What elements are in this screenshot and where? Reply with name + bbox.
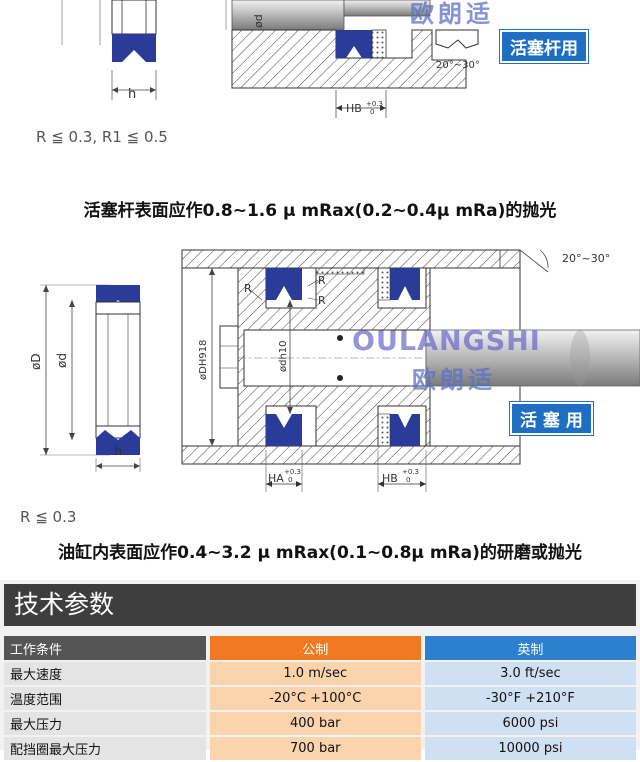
spec-cell-condition: 温度范围	[4, 687, 206, 710]
rod-hb-tol-top: +0.3	[366, 100, 383, 108]
spec-cell-imperial: 3.0 ft/sec	[424, 662, 636, 685]
spec-col-condition: 工作条件	[4, 636, 206, 660]
rod-hb-tol-bot: 0	[370, 108, 374, 116]
spec-col-imperial: 英制	[424, 636, 636, 660]
spec-cell-condition: 最大压力	[4, 712, 206, 735]
piston-hb-tol-bot: 0	[406, 476, 410, 484]
spec-cell-imperial: 10000 psi	[424, 737, 636, 760]
piston-angle-label: 20°~30°	[562, 252, 610, 265]
spec-cell-metric: -20°C +100°C	[209, 687, 421, 710]
rod-d-label: ød	[252, 14, 265, 28]
piston-dh-label: øDH918	[198, 340, 209, 380]
piston-h-label: h	[114, 444, 122, 459]
piston-hb-label: HB	[382, 472, 398, 485]
table-row: 配挡圈最大压力 700 bar 10000 psi	[4, 737, 636, 760]
piston-hb-tol-top: +0.3	[402, 468, 419, 476]
spec-cell-metric: 400 bar	[209, 712, 421, 735]
piston-usage-tag: 活 塞 用	[510, 402, 593, 435]
technical-drawings: h HB +0.3 0 20°~30° ød øD ød h 20°~30° ø…	[29, 0, 640, 492]
brand-watermark-cn-2: 欧朗适	[412, 366, 496, 394]
piston-ha-tol-top: +0.3	[284, 468, 301, 476]
piston-id-label: ød	[55, 353, 69, 368]
piston-r-label-1: R	[244, 282, 252, 295]
piston-r-label-3: R	[318, 294, 326, 307]
spec-cell-condition: 最大速度	[4, 662, 206, 685]
rod-angle-label: 20°~30°	[436, 60, 480, 71]
spec-cell-metric: 1.0 m/sec	[209, 662, 421, 685]
piston-surface-caption: 油缸内表面应作0.4~3.2 μ mRax(0.1~0.8μ mRa)的研磨或抛…	[58, 543, 582, 563]
brand-watermark-cn: 欧朗适	[410, 0, 494, 28]
piston-radius-note: R ≦ 0.3	[20, 508, 77, 526]
spec-col-metric: 公制	[209, 636, 421, 660]
spec-table: 工作条件 公制 英制 最大速度 1.0 m/sec 3.0 ft/sec 温度范…	[4, 634, 636, 762]
table-row: 最大速度 1.0 m/sec 3.0 ft/sec	[4, 662, 636, 685]
spec-header-row: 工作条件 公制 英制	[4, 636, 636, 660]
piston-cylinder-section	[181, 249, 640, 492]
rod-gland-section	[225, 0, 479, 118]
piston-seal-profile	[40, 284, 141, 472]
piston-ha-tol-bot: 0	[288, 476, 292, 484]
rod-radius-note: R ≦ 0.3, R1 ≦ 0.5	[36, 128, 168, 146]
rod-surface-caption: 活塞杆表面应作0.8~1.6 μ mRax(0.2~0.4μ mRa)的抛光	[83, 201, 557, 221]
table-row: 最大压力 400 bar 6000 psi	[4, 712, 636, 735]
table-row: 温度范围 -20°C +100°C -30°F +210°F	[4, 687, 636, 710]
spec-title: 技术参数	[4, 584, 636, 626]
rod-usage-tag: 活塞杆用	[500, 30, 588, 63]
spec-cell-condition: 配挡圈最大压力	[4, 737, 206, 760]
spec-cell-metric: 700 bar	[209, 737, 421, 760]
brand-watermark-en: OULANGSHI	[352, 326, 541, 357]
spec-cell-imperial: 6000 psi	[424, 712, 636, 735]
spec-cell-imperial: -30°F +210°F	[424, 687, 636, 710]
piston-od-label: øD	[29, 353, 43, 370]
rod-seal-profile	[61, 0, 157, 100]
rod-h-label: h	[128, 87, 136, 102]
piston-dh10-label: ødh10	[278, 340, 289, 372]
piston-ha-label: HA	[268, 472, 284, 485]
rod-hb-label: HB	[346, 102, 362, 115]
piston-r-label-2: R	[318, 274, 326, 287]
